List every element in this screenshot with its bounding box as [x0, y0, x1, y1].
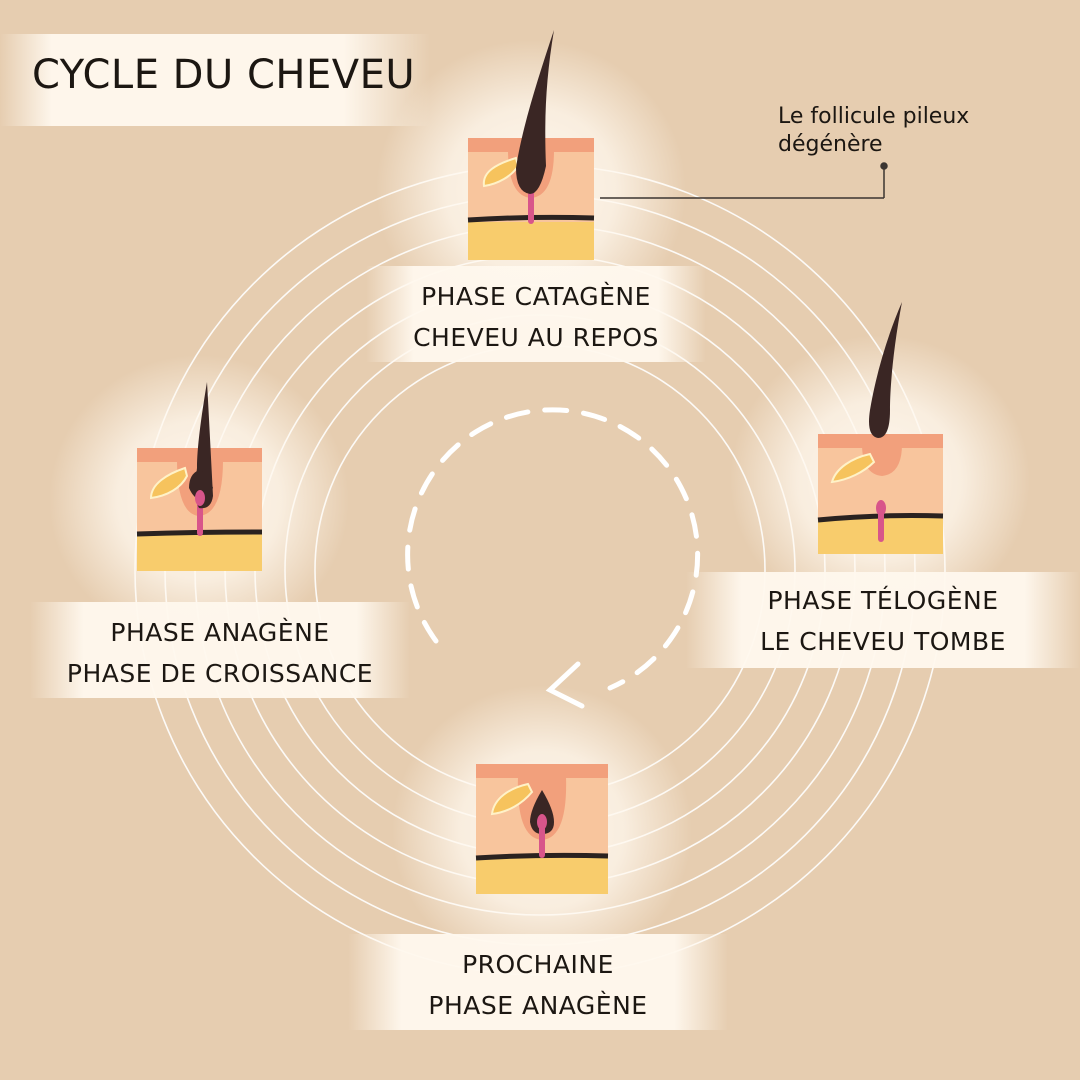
callout-dot: [880, 162, 888, 170]
sebaceous-gland: [830, 452, 876, 484]
follicle-callout: Le follicule pileux dégénère: [778, 103, 969, 159]
follicle-telogene-icon: [817, 302, 944, 554]
label-anagene-line2: PHASE DE CROISSANCE: [66, 659, 374, 688]
callout-leader-line: [600, 162, 888, 199]
label-band-telogene: [686, 572, 1080, 668]
fat-layer: [137, 534, 262, 571]
hair-strand: [516, 30, 554, 194]
label-telogene-line1: PHASE TÉLOGÈNE: [767, 586, 999, 615]
papilla-tip: [195, 490, 205, 506]
papilla: [197, 500, 203, 536]
callout-line-2: dégénère: [778, 132, 883, 157]
callout-line-1: Le follicule pileux: [778, 104, 970, 129]
papilla: [878, 506, 884, 542]
skin-top-layer: [476, 764, 608, 778]
label-band-anagene: [30, 602, 410, 698]
label-band-prochaine: [348, 934, 728, 1030]
label-prochaine: PROCHAINE PHASE ANAGÈNE: [348, 944, 728, 1026]
label-prochaine-line2: PHASE ANAGÈNE: [428, 991, 648, 1020]
title-band: [0, 34, 430, 126]
label-anagene: PHASE ANAGÈNE PHASE DE CROISSANCE: [30, 612, 410, 694]
fat-layer: [468, 222, 594, 260]
follicle-catagene-icon: [467, 30, 595, 260]
label-telogene: PHASE TÉLOGÈNE LE CHEVEU TOMBE: [686, 580, 1080, 662]
label-telogene-line2: LE CHEVEU TOMBE: [760, 627, 1006, 656]
follicle-next-anagene-icon: [475, 764, 609, 894]
hair-strand: [869, 302, 902, 438]
papilla: [539, 820, 545, 858]
label-prochaine-line1: PROCHAINE: [462, 950, 614, 979]
cycle-arrow-head: [545, 661, 585, 709]
label-catagene-line1: PHASE CATAGÈNE: [421, 282, 651, 311]
label-band-catagene: [366, 266, 706, 362]
follicle-anagene-icon: [136, 382, 263, 571]
follicle-bulb: [862, 444, 902, 476]
skin-top-layer: [818, 434, 943, 448]
hair-root: [189, 470, 213, 499]
label-catagene-line2: CHEVEU AU REPOS: [413, 323, 659, 352]
sebaceous-gland: [490, 782, 534, 816]
cycle-arrow-icon: [405, 407, 701, 709]
sebaceous-gland: [149, 466, 189, 500]
label-anagene-line1: PHASE ANAGÈNE: [110, 618, 330, 647]
hair-root: [530, 790, 554, 834]
fat-layer: [476, 858, 608, 894]
sebaceous-gland: [482, 156, 520, 188]
diagram-title: CYCLE DU CHEVEU: [32, 52, 416, 98]
cycle-arrow-arc: [405, 407, 701, 691]
label-catagene: PHASE CATAGÈNE CHEVEU AU REPOS: [366, 276, 706, 358]
